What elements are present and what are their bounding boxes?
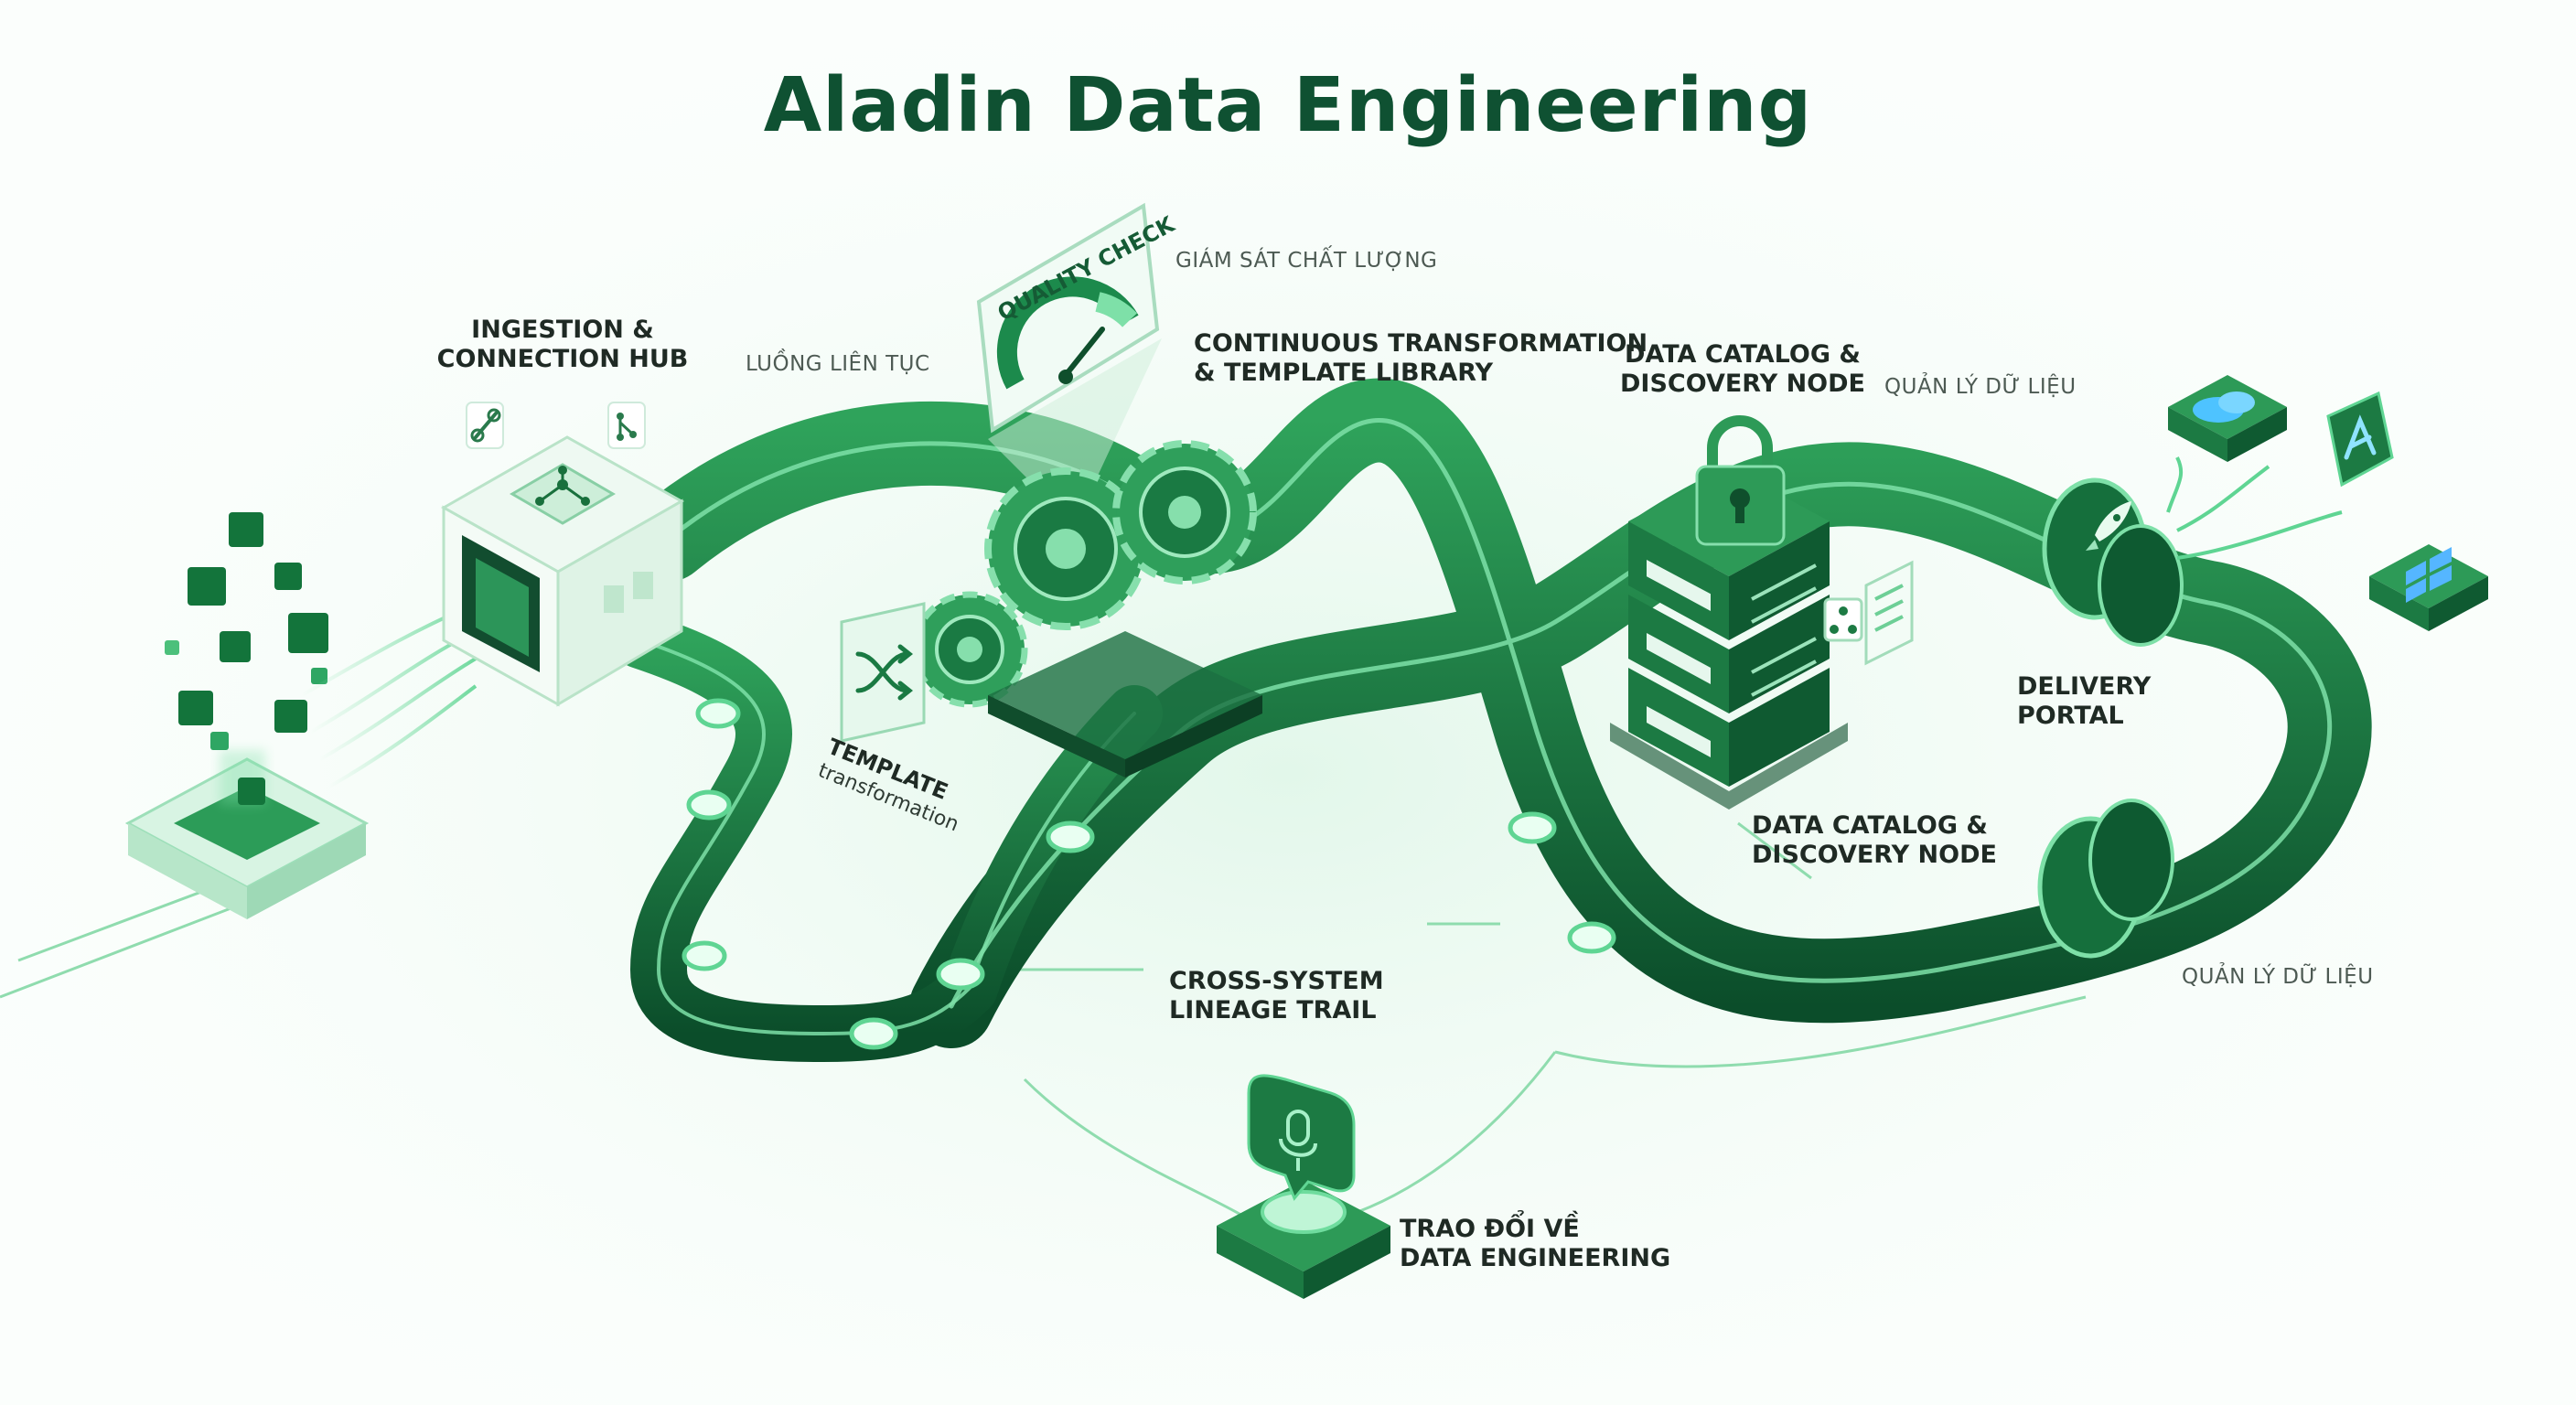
lineage-node	[849, 1017, 898, 1050]
delivery-ring	[2037, 799, 2174, 959]
page-title: Aladin Data Engineering	[763, 62, 1813, 149]
continuous-flow-label: LUỒNG LIÊN TỤC	[746, 352, 930, 376]
data-management-bottom-label: QUẢN LÝ DỮ LIỆU	[2182, 965, 2374, 989]
transformation-label: CONTINUOUS TRANSFORMATION & TEMPLATE LIB…	[1194, 329, 1648, 387]
catalog-top-label: DATA CATALOG & DISCOVERY NODE	[1620, 340, 1865, 398]
server-stack-icon	[1610, 467, 1848, 810]
lineage-node	[1567, 921, 1616, 954]
lineage-node	[1508, 811, 1557, 844]
cloud-icon	[2168, 375, 2287, 462]
quality-monitoring-label: GIÁM SÁT CHẤT LƯỢNG	[1175, 249, 1438, 273]
shuffle-icon	[855, 644, 914, 701]
discussion-label: TRAO ĐỔI VỀ DATA ENGINEERING	[1400, 1215, 1671, 1272]
microphone-icon	[1247, 1074, 1356, 1201]
quality-check-panel	[976, 202, 1162, 494]
branch-icon	[607, 402, 646, 449]
rocket-icon	[2086, 501, 2131, 551]
link-icon	[466, 402, 504, 449]
windows-icon	[2369, 544, 2488, 631]
lineage-trail-label: CROSS-SYSTEM LINEAGE TRAIL	[1169, 967, 1384, 1024]
output-arrows	[2166, 456, 2343, 560]
gauge-icon	[996, 276, 1139, 390]
data-management-top-label: QUẢN LÝ DỮ LIỆU	[1884, 375, 2077, 399]
network-icon	[510, 463, 616, 525]
transformation-base	[988, 631, 1262, 778]
ingestion-hub-label: INGESTION & CONNECTION HUB	[436, 316, 689, 373]
catalog-bottom-label: DATA CATALOG & DISCOVERY NODE	[1752, 811, 1997, 869]
pipeline-track	[612, 378, 2372, 1062]
lock-icon	[1695, 415, 1786, 546]
lineage-node	[936, 958, 985, 991]
lineage-node	[1046, 820, 1095, 853]
discussion-platform	[1217, 1180, 1390, 1299]
delivery-portal-label: DELIVERY PORTAL	[2017, 672, 2152, 730]
document-icon	[1823, 560, 1914, 666]
lineage-nodes	[682, 698, 1616, 1050]
gear-icon	[911, 440, 1257, 708]
lineage-node	[682, 940, 727, 971]
cube-icon	[165, 512, 328, 805]
lineage-node	[695, 698, 741, 729]
lineage-node	[686, 789, 732, 820]
app-store-icon	[2326, 391, 2394, 488]
